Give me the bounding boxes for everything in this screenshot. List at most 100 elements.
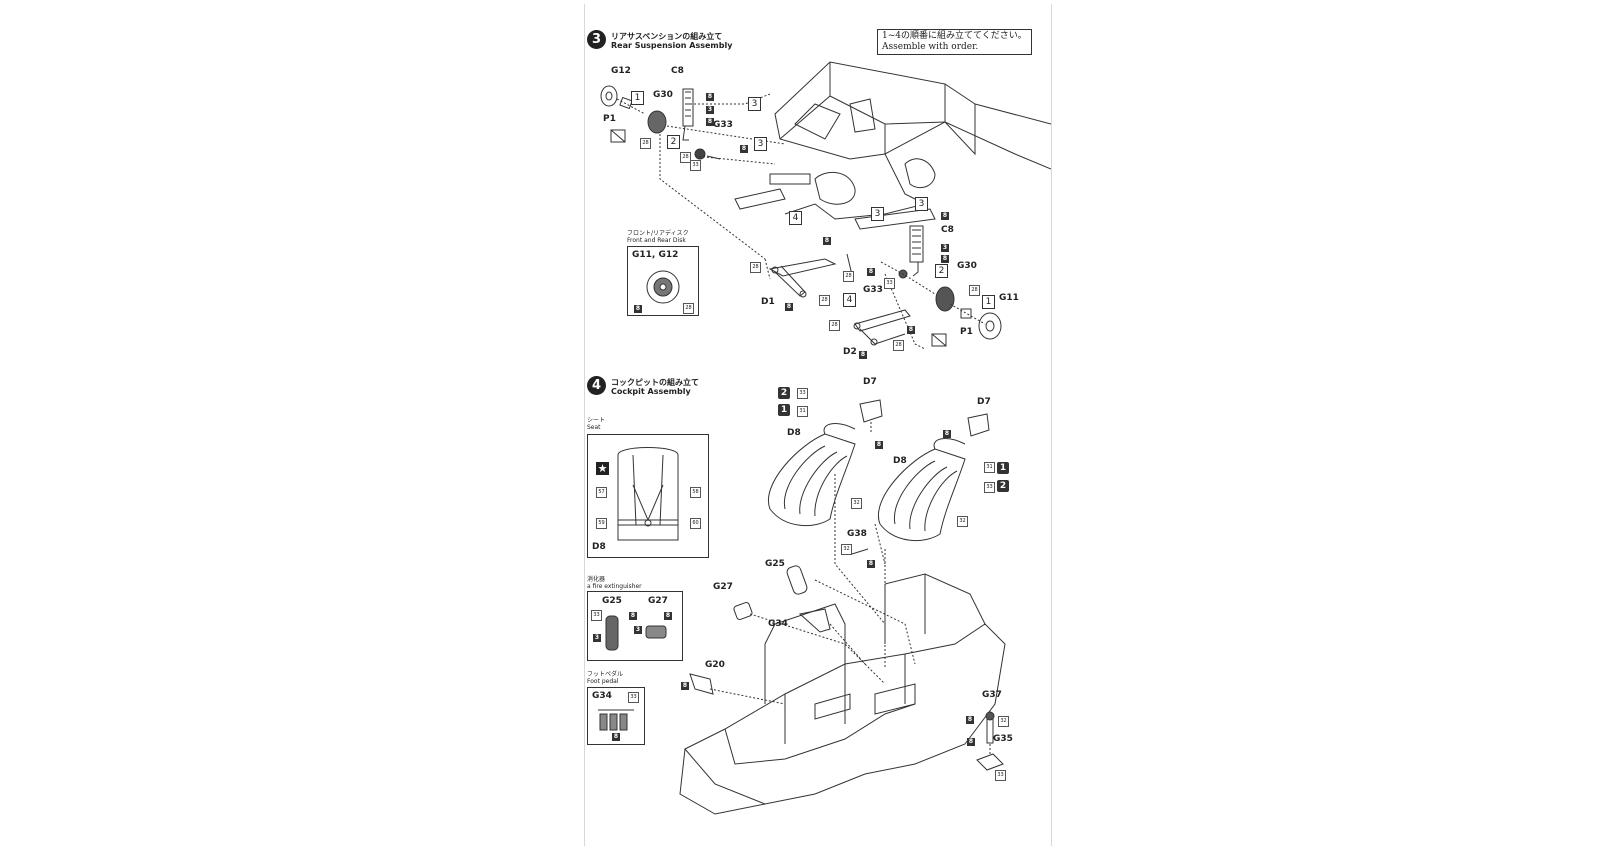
assembly-order-note: 1~4の順番に組み立ててください。 Assemble with order. xyxy=(877,29,1032,55)
paint-number: 28 xyxy=(680,152,691,163)
order-2-seat-left: 2 xyxy=(778,387,790,399)
order-2-left: 2 xyxy=(667,135,680,149)
paint-number: 58 xyxy=(690,487,701,498)
paint-badge: 8 xyxy=(966,716,974,724)
paint-badge: 8 xyxy=(859,351,867,359)
paint-number: 59 xyxy=(596,518,607,529)
disk-box-title-jp: フロント/リアディスク xyxy=(627,230,689,237)
step-4-title-jp: コックピットの組み立て xyxy=(611,378,699,387)
label-g33-left: G33 xyxy=(713,120,733,130)
paint-badge: 8 xyxy=(681,682,689,690)
pedal-drawing xyxy=(598,709,634,731)
order-3-right-a: 3 xyxy=(871,207,884,221)
paint-number: 32 xyxy=(851,498,862,509)
label-d1: D1 xyxy=(761,297,775,307)
ext-box-title-jp: 消化器 xyxy=(587,576,606,583)
paint-number: 32 xyxy=(998,716,1009,727)
label-g30-right: G30 xyxy=(957,261,977,271)
paint-badge: 3 xyxy=(941,244,949,252)
paint-badge: 8 xyxy=(706,118,714,126)
order-2-seat-right: 2 xyxy=(997,480,1009,492)
paint-number: 28 xyxy=(893,340,904,351)
ext-part-g27: G27 xyxy=(648,596,668,606)
paint-number: 28 xyxy=(750,262,761,273)
paint-badge: 8 xyxy=(907,326,915,334)
step-3-illustration xyxy=(600,61,1051,350)
ext-box-title-en: a fire extinguisher xyxy=(587,583,642,590)
paint-badge: 8 xyxy=(967,738,975,746)
paint-badge: 3 xyxy=(634,626,642,634)
order-1-seat-left: 1 xyxy=(778,404,790,416)
paint-badge: 3 xyxy=(706,106,714,114)
order-1-seat-right: 1 xyxy=(997,462,1009,474)
label-c8-left: C8 xyxy=(671,66,684,76)
seat-box-title-jp: シート xyxy=(587,417,606,424)
step-3-number: 3 xyxy=(587,30,606,49)
extinguisher-drawing xyxy=(605,615,667,651)
paint-number: 28 xyxy=(969,285,980,296)
paint-number: 28 xyxy=(829,320,840,331)
step-4-illustration xyxy=(679,399,1006,815)
paint-number: 33 xyxy=(628,692,639,703)
paint-number: 33 xyxy=(690,160,701,171)
extinguisher-detail-box: G25 G27 33 8 3 8 3 xyxy=(587,591,683,661)
label-c8-right: C8 xyxy=(941,225,954,235)
step-4-title-en: Cockpit Assembly xyxy=(611,387,691,396)
paint-badge: 8 xyxy=(612,733,620,741)
disk-detail-box: G11, G12 8 28 xyxy=(627,246,699,316)
label-g11: G11 xyxy=(999,293,1019,303)
paint-badge: 3 xyxy=(593,634,601,642)
paint-number: 32 xyxy=(957,516,968,527)
label-g25: G25 xyxy=(765,559,785,569)
paint-badge: 8 xyxy=(943,430,951,438)
paint-number: 33 xyxy=(984,482,995,493)
paint-badge: 8 xyxy=(740,145,748,153)
label-g12: G12 xyxy=(611,66,631,76)
label-p1-left: P1 xyxy=(603,114,616,124)
order-4-left: 4 xyxy=(789,211,802,225)
paint-badge: 8 xyxy=(941,255,949,263)
seat-harness-drawing xyxy=(617,447,679,541)
paint-badge: 8 xyxy=(941,212,949,220)
label-g20: G20 xyxy=(705,660,725,670)
paint-number: 33 xyxy=(995,770,1006,781)
step-3-title-en: Rear Suspension Assembly xyxy=(611,41,733,50)
label-g37: G37 xyxy=(982,690,1002,700)
assembly-order-note-jp: 1~4の順番に組み立ててください。 xyxy=(882,31,1027,41)
label-g38: G38 xyxy=(847,529,867,539)
paint-number: 31 xyxy=(984,462,995,473)
label-d2: D2 xyxy=(843,347,857,357)
paint-badge: 8 xyxy=(634,305,642,313)
label-d8-right: D8 xyxy=(893,456,907,466)
assembly-order-note-en: Assemble with order. xyxy=(882,42,979,52)
paint-number: 33 xyxy=(591,610,602,621)
label-d7-right: D7 xyxy=(977,397,991,407)
paint-number: 31 xyxy=(797,406,808,417)
paint-badge: 8 xyxy=(875,441,883,449)
order-3-top: 3 xyxy=(748,97,761,111)
star-icon: ★ xyxy=(596,462,609,475)
order-3-mid: 3 xyxy=(754,137,767,151)
paint-number: 32 xyxy=(841,544,852,555)
label-d8-left: D8 xyxy=(787,428,801,438)
seat-detail-box: ★ 57 58 59 60 D8 xyxy=(587,434,709,558)
order-2-right: 2 xyxy=(935,264,948,278)
label-g30-left: G30 xyxy=(653,90,673,100)
pedal-box-title-jp: フットペダル xyxy=(587,671,624,678)
step-3-title-jp: リアサスペンションの組み立て xyxy=(611,32,723,41)
pedal-box-title-en: Foot pedal xyxy=(587,678,619,685)
label-d7-left: D7 xyxy=(863,377,877,387)
paint-number: 28 xyxy=(843,271,854,282)
order-1-right: 1 xyxy=(982,295,995,309)
paint-number: 60 xyxy=(690,518,701,529)
paint-badge: 8 xyxy=(785,303,793,311)
paint-badge: 8 xyxy=(629,612,637,620)
label-g35: G35 xyxy=(993,734,1013,744)
paint-number: 57 xyxy=(596,487,607,498)
paint-number: 33 xyxy=(884,278,895,289)
disk-icon xyxy=(646,270,680,304)
seat-box-title-en: Seat xyxy=(587,424,601,431)
label-p1-right: P1 xyxy=(960,327,973,337)
label-g34: G34 xyxy=(768,619,788,629)
paint-badge: 8 xyxy=(823,237,831,245)
